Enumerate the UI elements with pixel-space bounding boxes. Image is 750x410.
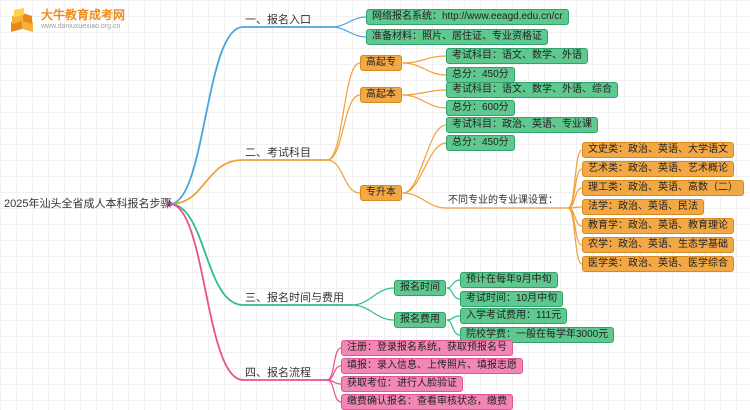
branch-label-subjects: 二、考试科目 <box>245 147 311 159</box>
node-majors-label: 不同专业的专业课设置： <box>448 195 558 206</box>
logo-icon <box>11 8 33 32</box>
node-major-faxue: 法学：政治、英语、民法 <box>582 199 704 215</box>
node-gaoqiben-subjects: 考试科目：语文、数学、外语、综合 <box>446 82 618 98</box>
node-zhuanshengben: 专升本 <box>360 185 402 201</box>
node-zhuanshengben-total: 总分：450分 <box>446 135 515 151</box>
node-signup-time: 预计在每年9月中旬 <box>460 272 558 288</box>
node-zhuanshengben-subjects: 考试科目：政治、英语、专业课 <box>446 117 598 133</box>
node-time-group: 报名时间 <box>394 280 446 296</box>
node-step-pay: 缴费确认报名：查看审核状态，缴费 <box>341 394 513 410</box>
node-major-nongxue: 农学：政治、英语、生态学基础 <box>582 237 734 253</box>
node-exam-time: 考试时间：10月中旬 <box>460 291 564 307</box>
node-gaoqizhuan: 高起专 <box>360 55 402 71</box>
node-step-register: 注册：登录报名系统，获取预报名号 <box>341 340 513 356</box>
branch-label-process: 四、报名流程 <box>245 367 311 379</box>
node-step-fill: 填报：录入信息、上传照片、填报志愿 <box>341 358 523 374</box>
logo-url: www.daniuxuexiao.org.cn <box>41 23 121 30</box>
node-materials: 准备材料：照片、居住证、专业资格证 <box>366 29 548 45</box>
node-major-yixue: 医学类：政治、英语、医学综合 <box>582 256 734 272</box>
node-gaoqizhuan-subjects: 考试科目：语文、数学、外语 <box>446 48 588 64</box>
node-tuition-fee: 院校学费：一般在每学年3000元 <box>460 327 615 343</box>
logo: 大牛教育成考网 www.daniuxuexiao.org.cn <box>8 8 125 32</box>
node-gaoqiben-total: 总分：600分 <box>446 100 515 116</box>
node-major-yishu: 艺术类：政治、英语、艺术概论 <box>582 161 734 177</box>
node-major-ligong: 理工类：政治、英语、高数（二） <box>582 180 744 196</box>
node-gaoqiben: 高起本 <box>360 87 402 103</box>
node-exam-fee: 入学考试费用：111元 <box>460 308 568 324</box>
root-topic: 2025年汕头全省成人本科报名步骤 <box>4 198 172 210</box>
node-gaoqizhuan-total: 总分：450分 <box>446 67 515 83</box>
node-online-system: 网络报名系统：http://www.eeagd.edu.cn/cr <box>366 9 569 25</box>
node-fee-group: 报名费用 <box>394 312 446 328</box>
branch-label-time-fee: 三、报名时间与费用 <box>245 292 344 304</box>
node-major-wenshi: 文史类：政治、英语、大学语文 <box>582 142 734 158</box>
node-major-jiaoyu: 教育学：政治、英语、教育理论 <box>582 218 734 234</box>
logo-title: 大牛教育成考网 <box>41 8 126 22</box>
node-step-seat: 获取考位：进行人脸验证 <box>341 376 463 392</box>
branch-label-entry: 一、报名入口 <box>245 14 311 26</box>
